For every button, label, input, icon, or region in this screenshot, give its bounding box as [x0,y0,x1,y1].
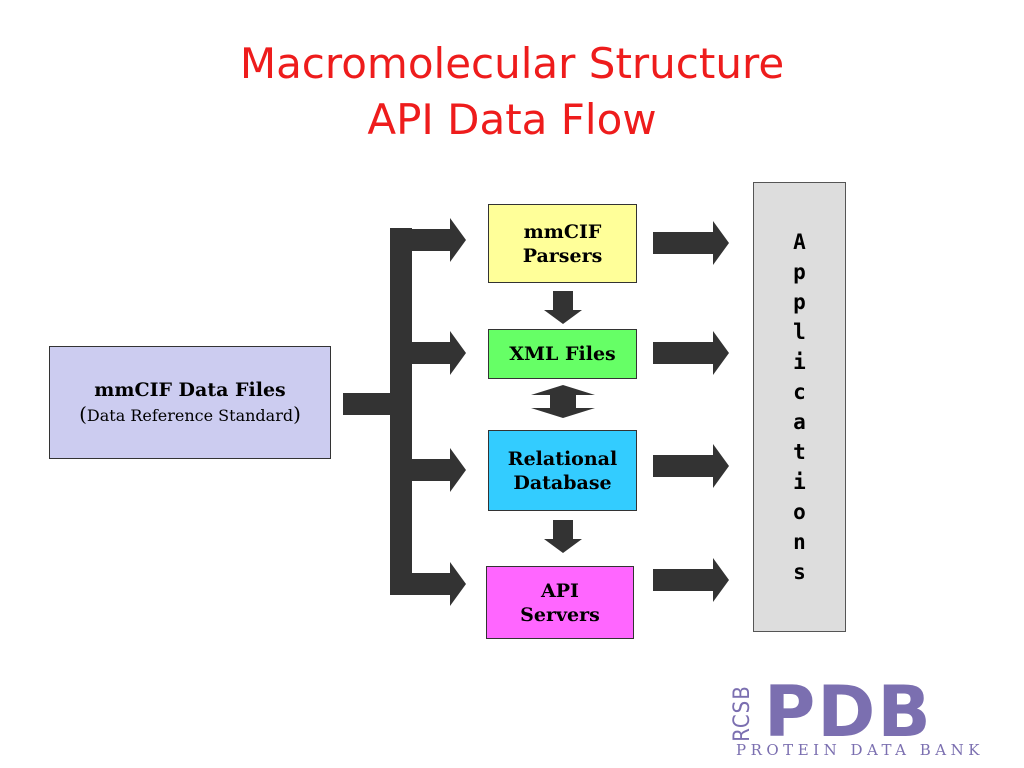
node-label-line: mmCIF [523,220,602,243]
vertical-spine [390,228,412,594]
applications-letter: o [793,500,806,524]
node-label-line: XML Files [509,343,616,365]
double-arrow-xml-database [531,385,595,418]
logo-rcsb-vertical: RCSB [726,684,758,742]
node-label-line: Relational [507,447,618,470]
arrow-layer [343,218,729,606]
node-api-servers: API Servers [486,566,634,639]
output-arrow-2 [653,331,729,375]
node-label-line: Parsers [522,244,603,267]
node-relational-database: Relational Database [488,430,637,511]
node-mmcif-parsers: mmCIF Parsers [488,204,637,283]
branch-arrow-1 [390,218,466,262]
down-arrow-database-to-api [544,520,582,553]
logo-rcsb-text: RCSB [729,684,755,742]
branch-arrow-4 [390,562,466,606]
rcsb-pdb-logo: RCSB PDB PROTEIN DATA BANK [726,677,1016,765]
branch-arrow-2 [390,331,466,375]
applications-letter: s [793,560,806,584]
applications-letter: p [793,290,806,314]
source-sublabel: Data Reference Standard [86,405,294,425]
source-box-mmcif-data-files: mmCIF Data Files (Data Reference Standar… [49,346,331,459]
applications-letter: n [793,530,806,554]
applications-letter: t [793,440,806,464]
branch-arrow-3 [390,448,466,492]
applications-letter: l [793,320,806,344]
open-paren: ( [79,401,87,426]
page-title: Macromolecular Structure API Data Flow [0,36,1024,148]
node-xml-files: XML Files [488,329,637,379]
applications-letter: i [793,470,806,494]
logo-subtitle: PROTEIN DATA BANK [736,741,984,759]
node-label-line: API [541,579,579,602]
title-line-2: API Data Flow [367,95,657,144]
applications-letter: a [793,410,806,434]
source-sublabel-wrap: (Data Reference Standard) [79,402,301,428]
node-label-line: Servers [520,603,600,626]
source-label: mmCIF Data Files [94,378,286,401]
applications-letter: i [793,350,806,374]
title-line-1: Macromolecular Structure [239,39,785,88]
node-label-line: Database [513,471,612,494]
applications-letter: p [793,260,806,284]
applications-letter: c [793,380,806,404]
output-arrow-1 [653,221,729,265]
applications-letter: A [793,230,806,254]
down-arrow-parsers-to-xml [544,291,582,324]
output-arrow-3 [653,444,729,488]
close-paren: ) [293,401,301,426]
logo-pdb-text: PDB [764,671,933,753]
trunk-arrow-body [343,393,398,415]
output-arrow-4 [653,558,729,602]
